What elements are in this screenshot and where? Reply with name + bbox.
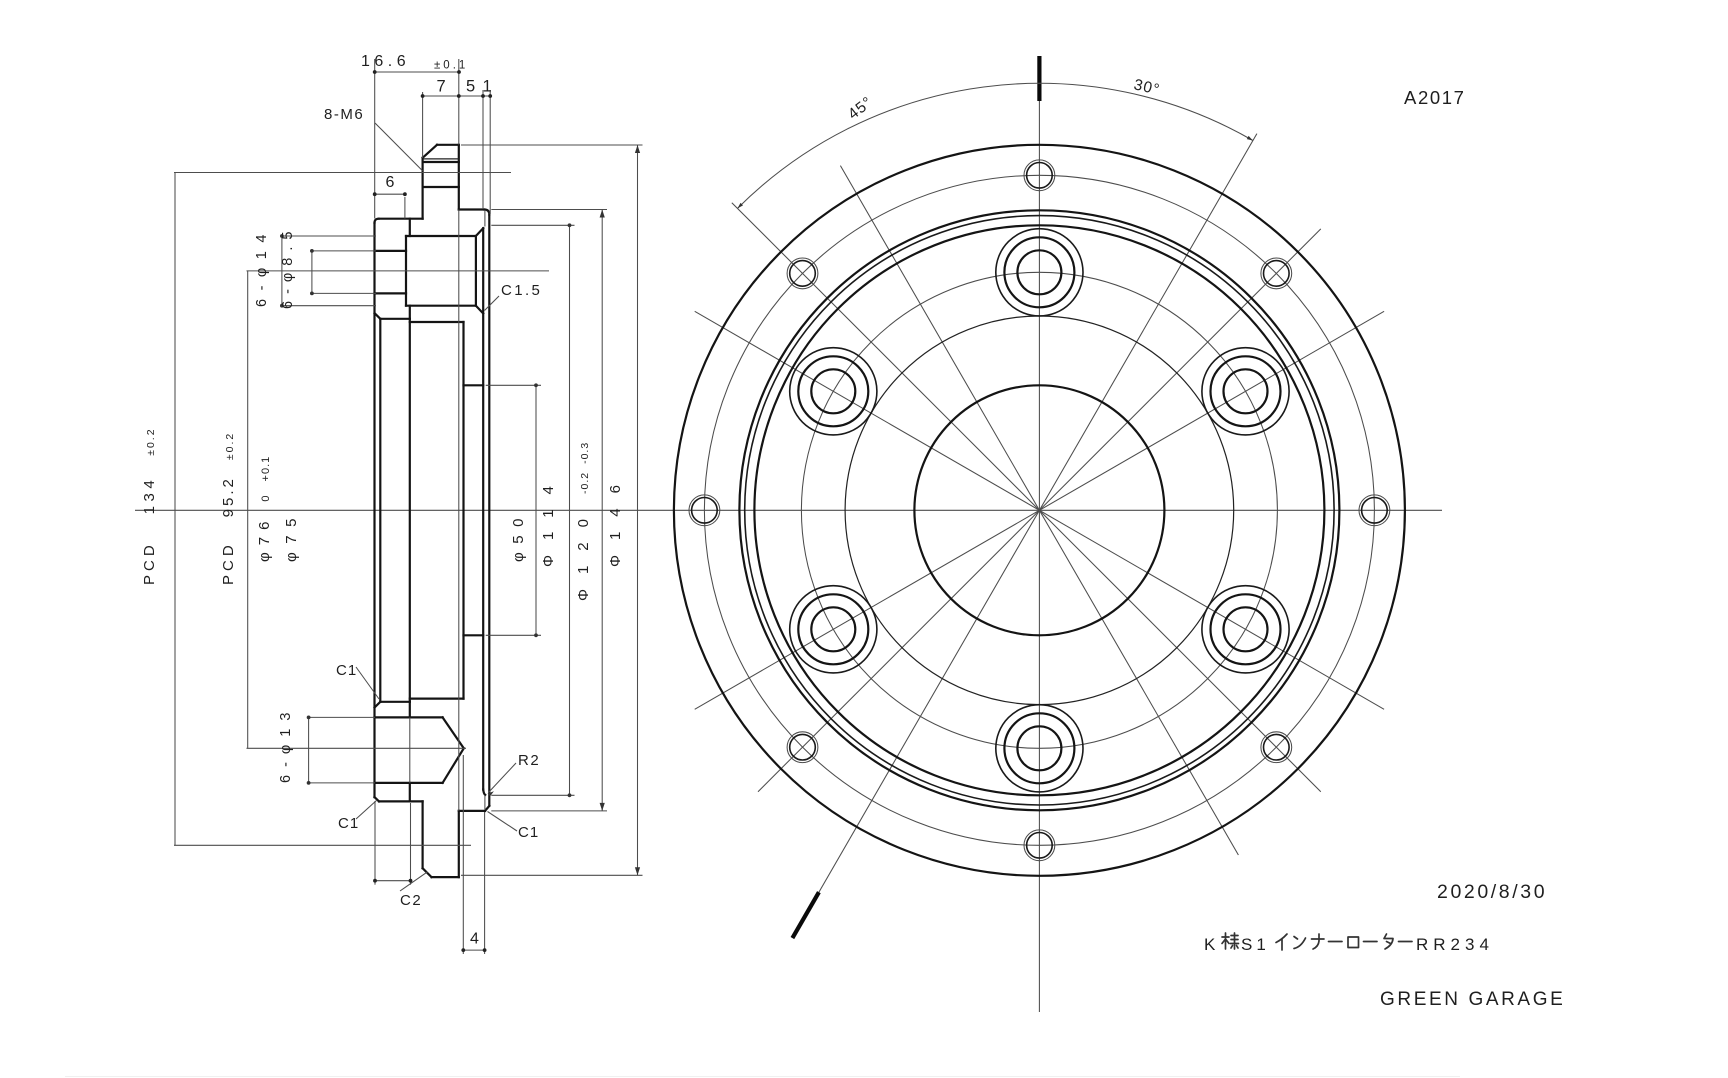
- svg-text:A2017: A2017: [1404, 87, 1466, 108]
- svg-text:±0.1: ±0.1: [434, 60, 468, 72]
- svg-text:C1.5: C1.5: [501, 282, 542, 299]
- svg-text:30°: 30°: [1132, 76, 1162, 99]
- svg-text:K: K: [1204, 935, 1216, 954]
- svg-text:Φ146: Φ146: [607, 470, 624, 567]
- svg-text:5: 5: [466, 78, 475, 96]
- svg-text:4: 4: [470, 931, 479, 948]
- svg-text:C1: C1: [338, 815, 359, 832]
- svg-text:6-φ8.5: 6-φ8.5: [280, 225, 296, 309]
- svg-text:R2: R2: [518, 752, 540, 769]
- svg-text:16.6: 16.6: [361, 53, 410, 70]
- svg-text:2020/8/30: 2020/8/30: [1437, 881, 1547, 903]
- svg-text:6-φ13: 6-φ13: [278, 705, 294, 783]
- svg-text:7: 7: [437, 78, 446, 96]
- svg-text:C1: C1: [336, 662, 357, 679]
- svg-text:φ50: φ50: [510, 510, 527, 562]
- svg-text:8-M6: 8-M6: [324, 106, 364, 123]
- svg-text:1: 1: [483, 78, 492, 96]
- svg-text:C2: C2: [400, 892, 422, 909]
- svg-text:φ75: φ75: [283, 510, 300, 562]
- svg-text:φ760+0.1: φ760+0.1: [256, 456, 273, 562]
- svg-text:C1: C1: [518, 824, 539, 841]
- svg-text:Φ120-0.2-0.3: Φ120-0.2-0.3: [575, 442, 592, 601]
- svg-text:RR234: RR234: [1416, 935, 1494, 954]
- svg-text:GREEN GARAGE: GREEN GARAGE: [1380, 989, 1565, 1010]
- svg-text:6: 6: [386, 174, 395, 191]
- svg-text:6-φ14: 6-φ14: [254, 226, 270, 307]
- svg-text:S1: S1: [1241, 935, 1270, 954]
- svg-text:Φ114: Φ114: [540, 471, 557, 567]
